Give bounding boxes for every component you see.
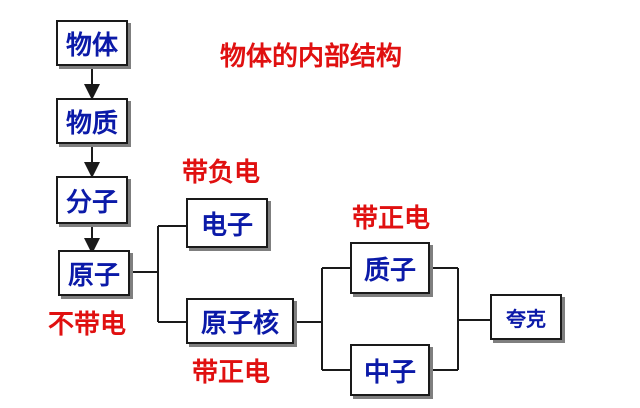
box-proton: 质子	[350, 242, 430, 294]
box-electron: 电子	[186, 198, 268, 248]
box-matter: 物质	[56, 98, 128, 144]
box-molecule: 分子	[56, 176, 128, 224]
diagram-title: 物体的内部结构	[220, 42, 403, 72]
box-quark: 夸克	[490, 294, 562, 340]
box-atom: 原子	[58, 250, 130, 296]
label-atom-charge: 不带电	[48, 310, 127, 340]
label-proton-charge: 带正电	[352, 204, 431, 234]
box-neutron: 中子	[350, 344, 430, 396]
box-nucleus: 原子核	[186, 298, 294, 344]
label-electron-charge: 带负电	[182, 158, 261, 188]
box-object: 物体	[56, 20, 128, 66]
label-nucleus-charge: 带正电	[192, 358, 271, 388]
